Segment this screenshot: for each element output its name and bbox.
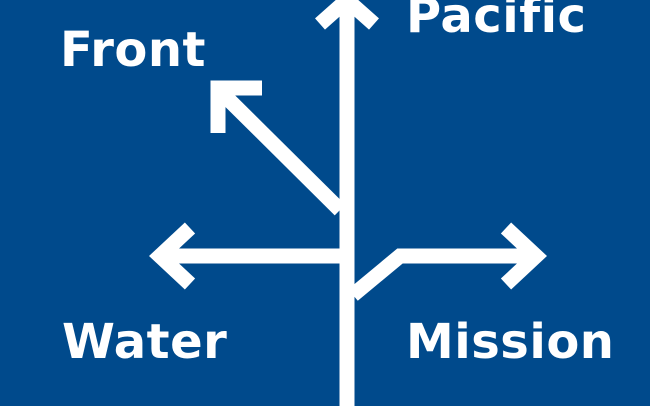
arrow-left-icon [149, 222, 196, 290]
destination-pacific: Pacific [406, 0, 587, 44]
destination-water: Water [62, 314, 228, 370]
destination-mission: Mission [406, 314, 615, 370]
arrow-right-icon [500, 222, 547, 290]
arrow-shaft-front [216, 87, 346, 216]
arrow-up-left-icon [210, 80, 262, 133]
arrow-up-icon [315, 0, 379, 30]
destination-front: Front [60, 22, 206, 78]
arrow-graphics [149, 0, 547, 406]
arrow-shaft-mission [348, 248, 534, 301]
